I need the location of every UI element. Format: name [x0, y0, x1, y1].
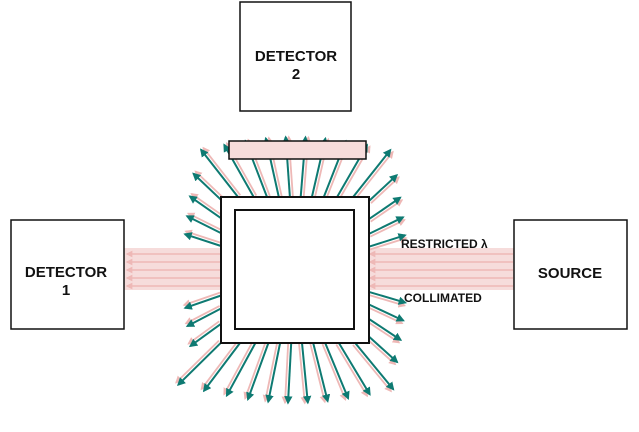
- scattered-ray: [199, 148, 239, 198]
- detector-1: DETECTOR 1: [10, 219, 125, 330]
- scattered-ray: [185, 307, 222, 327]
- scattered-ray-shadow: [184, 305, 221, 325]
- scattered-ray: [188, 195, 222, 220]
- scattered-ray: [368, 173, 399, 202]
- scattered-ray: [185, 215, 222, 234]
- scattered-ray: [188, 322, 222, 348]
- scattered-ray-shadow: [298, 343, 308, 405]
- scattered-ray: [368, 335, 399, 364]
- transmitted-beam-band: [124, 248, 224, 290]
- incident-beam-band: [368, 248, 515, 290]
- scattered-ray: [312, 342, 331, 403]
- scattered-ray: [324, 342, 350, 400]
- scattered-ray: [368, 290, 408, 305]
- scattered-ray: [183, 294, 222, 310]
- scattered-ray-shadow: [370, 176, 400, 204]
- scattered-ray: [177, 341, 222, 386]
- scattered-ray-shadow: [187, 320, 220, 345]
- scattered-ray-shadow: [369, 219, 406, 238]
- scattered-ray-shadow: [262, 342, 279, 403]
- scattered-ray: [301, 342, 312, 405]
- scattered-ray-shadow: [354, 150, 394, 200]
- collimated-label: COLLIMATED: [404, 291, 482, 305]
- detector-1-label: DETECTOR: [25, 264, 107, 281]
- scattered-ray: [368, 318, 403, 341]
- scattered-ray: [352, 148, 392, 198]
- scattered-ray-shadow: [243, 341, 267, 400]
- beam-lines: [125, 250, 513, 290]
- scattered-ray-shadow: [309, 343, 328, 404]
- detector-2: DETECTOR 2: [239, 1, 352, 112]
- scattered-ray: [265, 342, 282, 404]
- scattered-ray: [338, 342, 371, 396]
- scattered-ray-shadow: [175, 339, 220, 384]
- detector-2-label: DETECTOR: [255, 48, 337, 65]
- source-box: SOURCE: [513, 219, 628, 330]
- source-label: SOURCE: [538, 265, 602, 282]
- scattered-ray-shadow: [182, 291, 221, 307]
- scattered-ray: [368, 303, 405, 322]
- scattered-ray-shadow: [202, 146, 242, 196]
- scattered-ray: [202, 342, 241, 393]
- scattered-ray-shadow: [366, 338, 397, 366]
- scattered-ray: [183, 232, 222, 247]
- scattered-ray: [284, 342, 293, 405]
- restricted-wavelength-label: RESTRICTED λ: [401, 237, 488, 251]
- detector-1-number: 1: [62, 282, 70, 299]
- detector-2-number: 2: [292, 66, 300, 83]
- scattered-ray-shadow: [335, 344, 368, 398]
- scattered-ray-shadow: [370, 199, 404, 223]
- scattered-ray-shadow: [352, 344, 392, 393]
- filter-plate: [228, 140, 367, 160]
- scattered-ray-shadow: [194, 170, 224, 199]
- scattered-ray-shadow: [321, 343, 347, 401]
- scattered-ray-shadow: [223, 341, 254, 396]
- scattered-ray-shadow: [200, 340, 239, 391]
- scattered-ray: [368, 233, 407, 248]
- scattered-ray: [246, 342, 270, 401]
- scattered-ray: [368, 216, 405, 235]
- scattered-ray: [225, 342, 257, 398]
- scattered-ray: [192, 172, 222, 201]
- sample-cell-inner: [234, 209, 355, 330]
- scattered-ray: [354, 342, 395, 391]
- scattered-ray: [368, 196, 402, 220]
- scattered-rays: [175, 135, 408, 405]
- scattered-ray-shadow: [281, 342, 290, 405]
